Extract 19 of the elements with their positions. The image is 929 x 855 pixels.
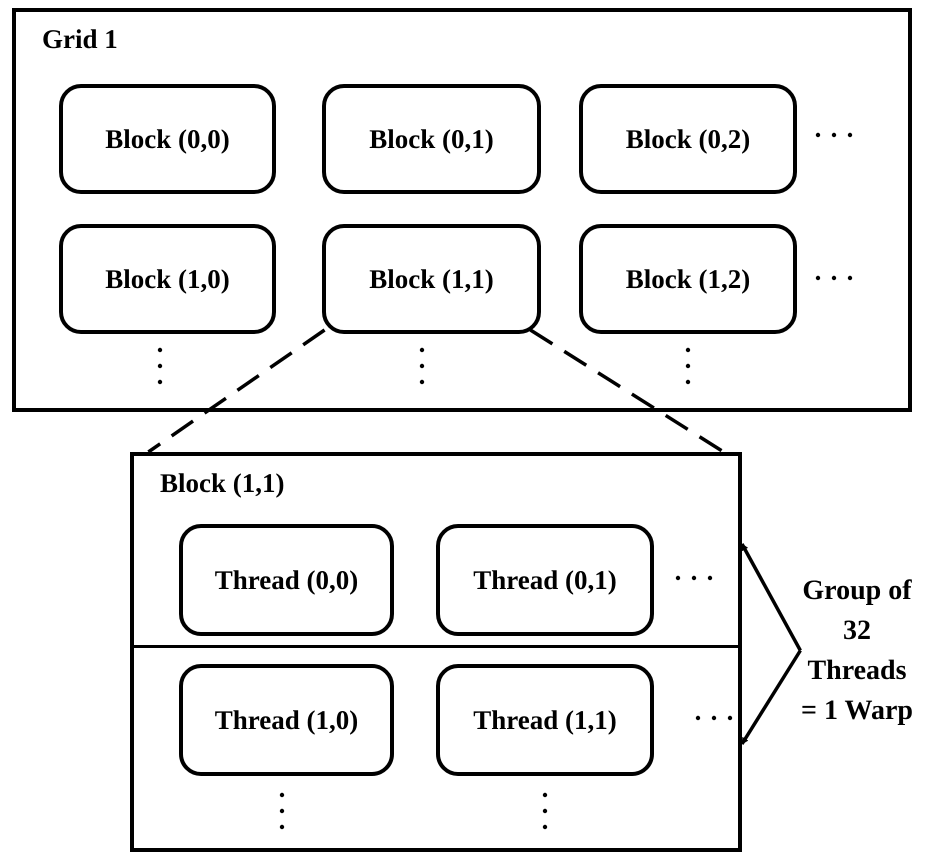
dashed-connector bbox=[147, 328, 326, 454]
dashed-connector bbox=[530, 328, 725, 454]
rounded-box: Thread (1,0) bbox=[179, 664, 394, 776]
box-title: Block (1,1) bbox=[160, 470, 284, 497]
rounded-box: Block (1,1) bbox=[322, 224, 541, 334]
rounded-box: Thread (0,0) bbox=[179, 524, 394, 636]
box-title: Grid 1 bbox=[42, 26, 118, 53]
rounded-box: Block (1,2) bbox=[579, 224, 797, 334]
arrow bbox=[740, 543, 802, 652]
arrow bbox=[740, 650, 802, 745]
rounded-box: Block (0,0) bbox=[59, 84, 276, 194]
grid-box bbox=[12, 8, 912, 412]
rounded-box: Block (0,1) bbox=[322, 84, 541, 194]
rounded-box: Thread (1,1) bbox=[436, 664, 654, 776]
rounded-box: Block (1,0) bbox=[59, 224, 276, 334]
rounded-box: Thread (0,1) bbox=[436, 524, 654, 636]
rounded-box: Block (0,2) bbox=[579, 84, 797, 194]
warp-note: Group of 32 Threads = 1 Warp bbox=[798, 528, 916, 773]
block-detail-box bbox=[130, 452, 742, 852]
